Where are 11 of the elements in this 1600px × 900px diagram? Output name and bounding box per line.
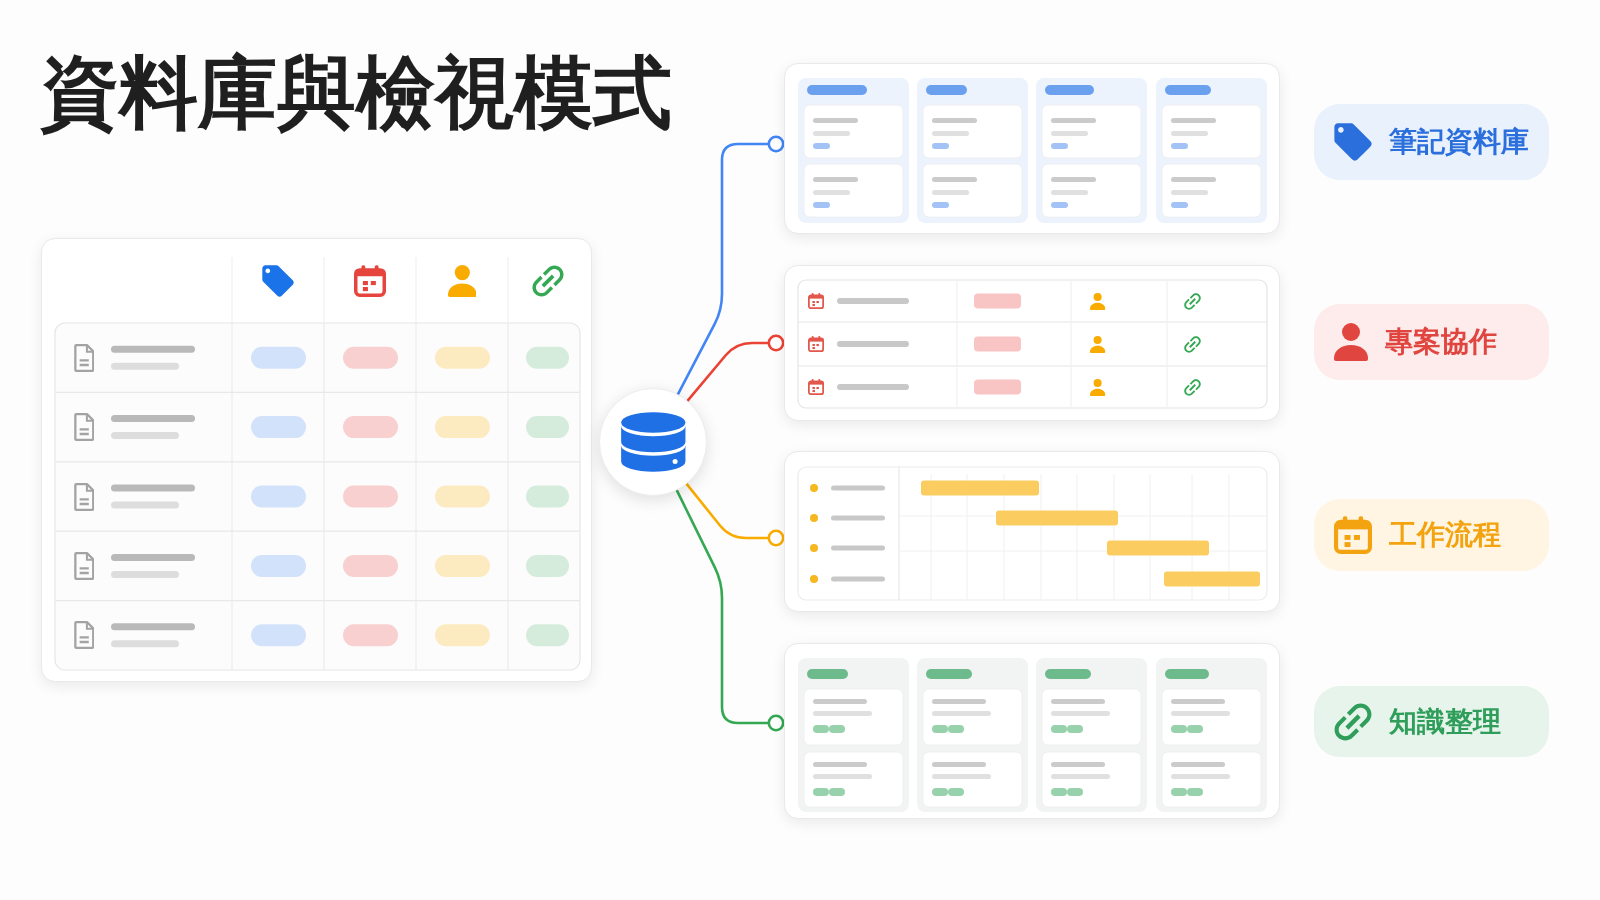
category-label: 筆記資料庫 [1389, 125, 1529, 159]
category-pill [1314, 499, 1549, 571]
category-label: 工作流程 [1389, 518, 1501, 552]
board-view-panel [784, 63, 1280, 234]
category-pill [1314, 104, 1549, 180]
category-label: 知識整理 [1389, 704, 1501, 739]
title: 資料庫與檢視模式 [40, 50, 672, 137]
category-pill [1314, 304, 1549, 380]
category-pill [1314, 686, 1549, 757]
board-view-panel [784, 643, 1280, 819]
category-label: 專案協作 [1385, 325, 1497, 359]
